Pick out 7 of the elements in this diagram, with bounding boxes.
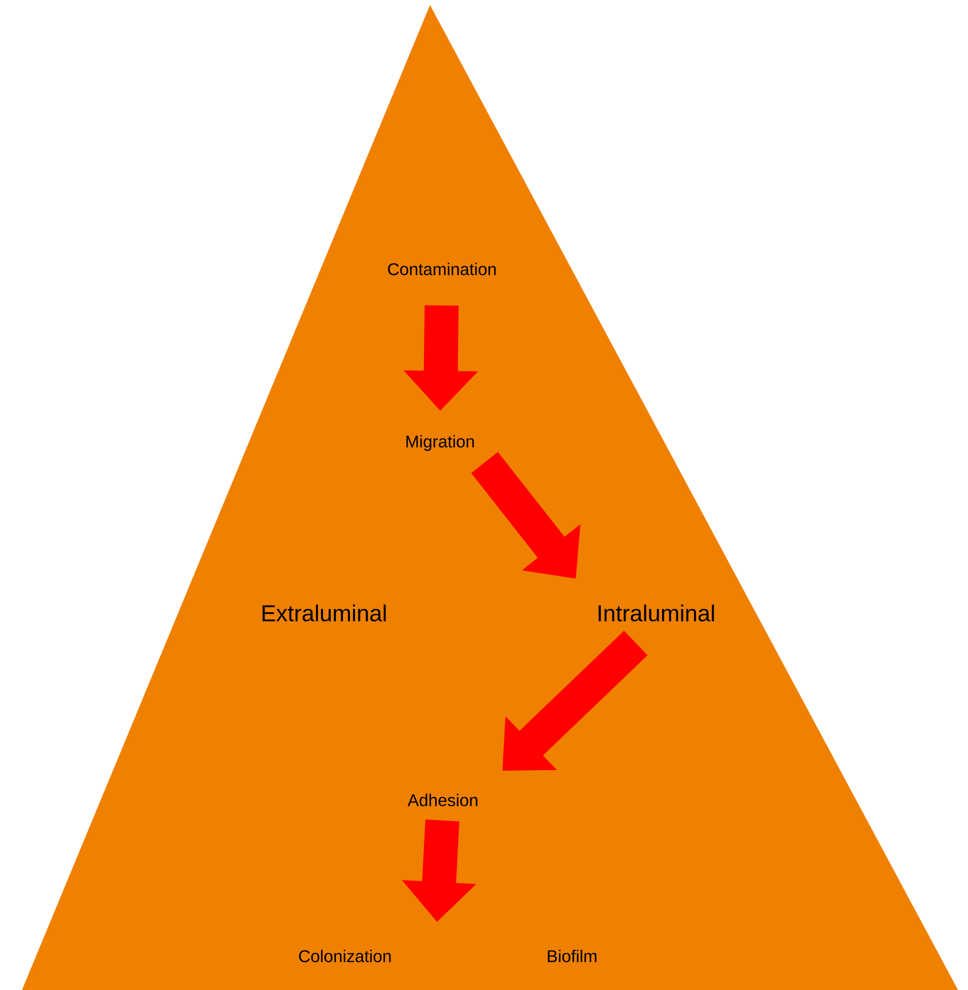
- step-label: Intraluminal: [598, 604, 714, 622]
- region-label: Colonization: [299, 950, 391, 962]
- region-label: Biofilm: [548, 950, 596, 962]
- step-label: Migration: [406, 435, 474, 451]
- region-label: Extraluminal: [262, 604, 386, 622]
- step-label: Contamination: [388, 262, 496, 276]
- step-label: Adhesion: [408, 794, 478, 806]
